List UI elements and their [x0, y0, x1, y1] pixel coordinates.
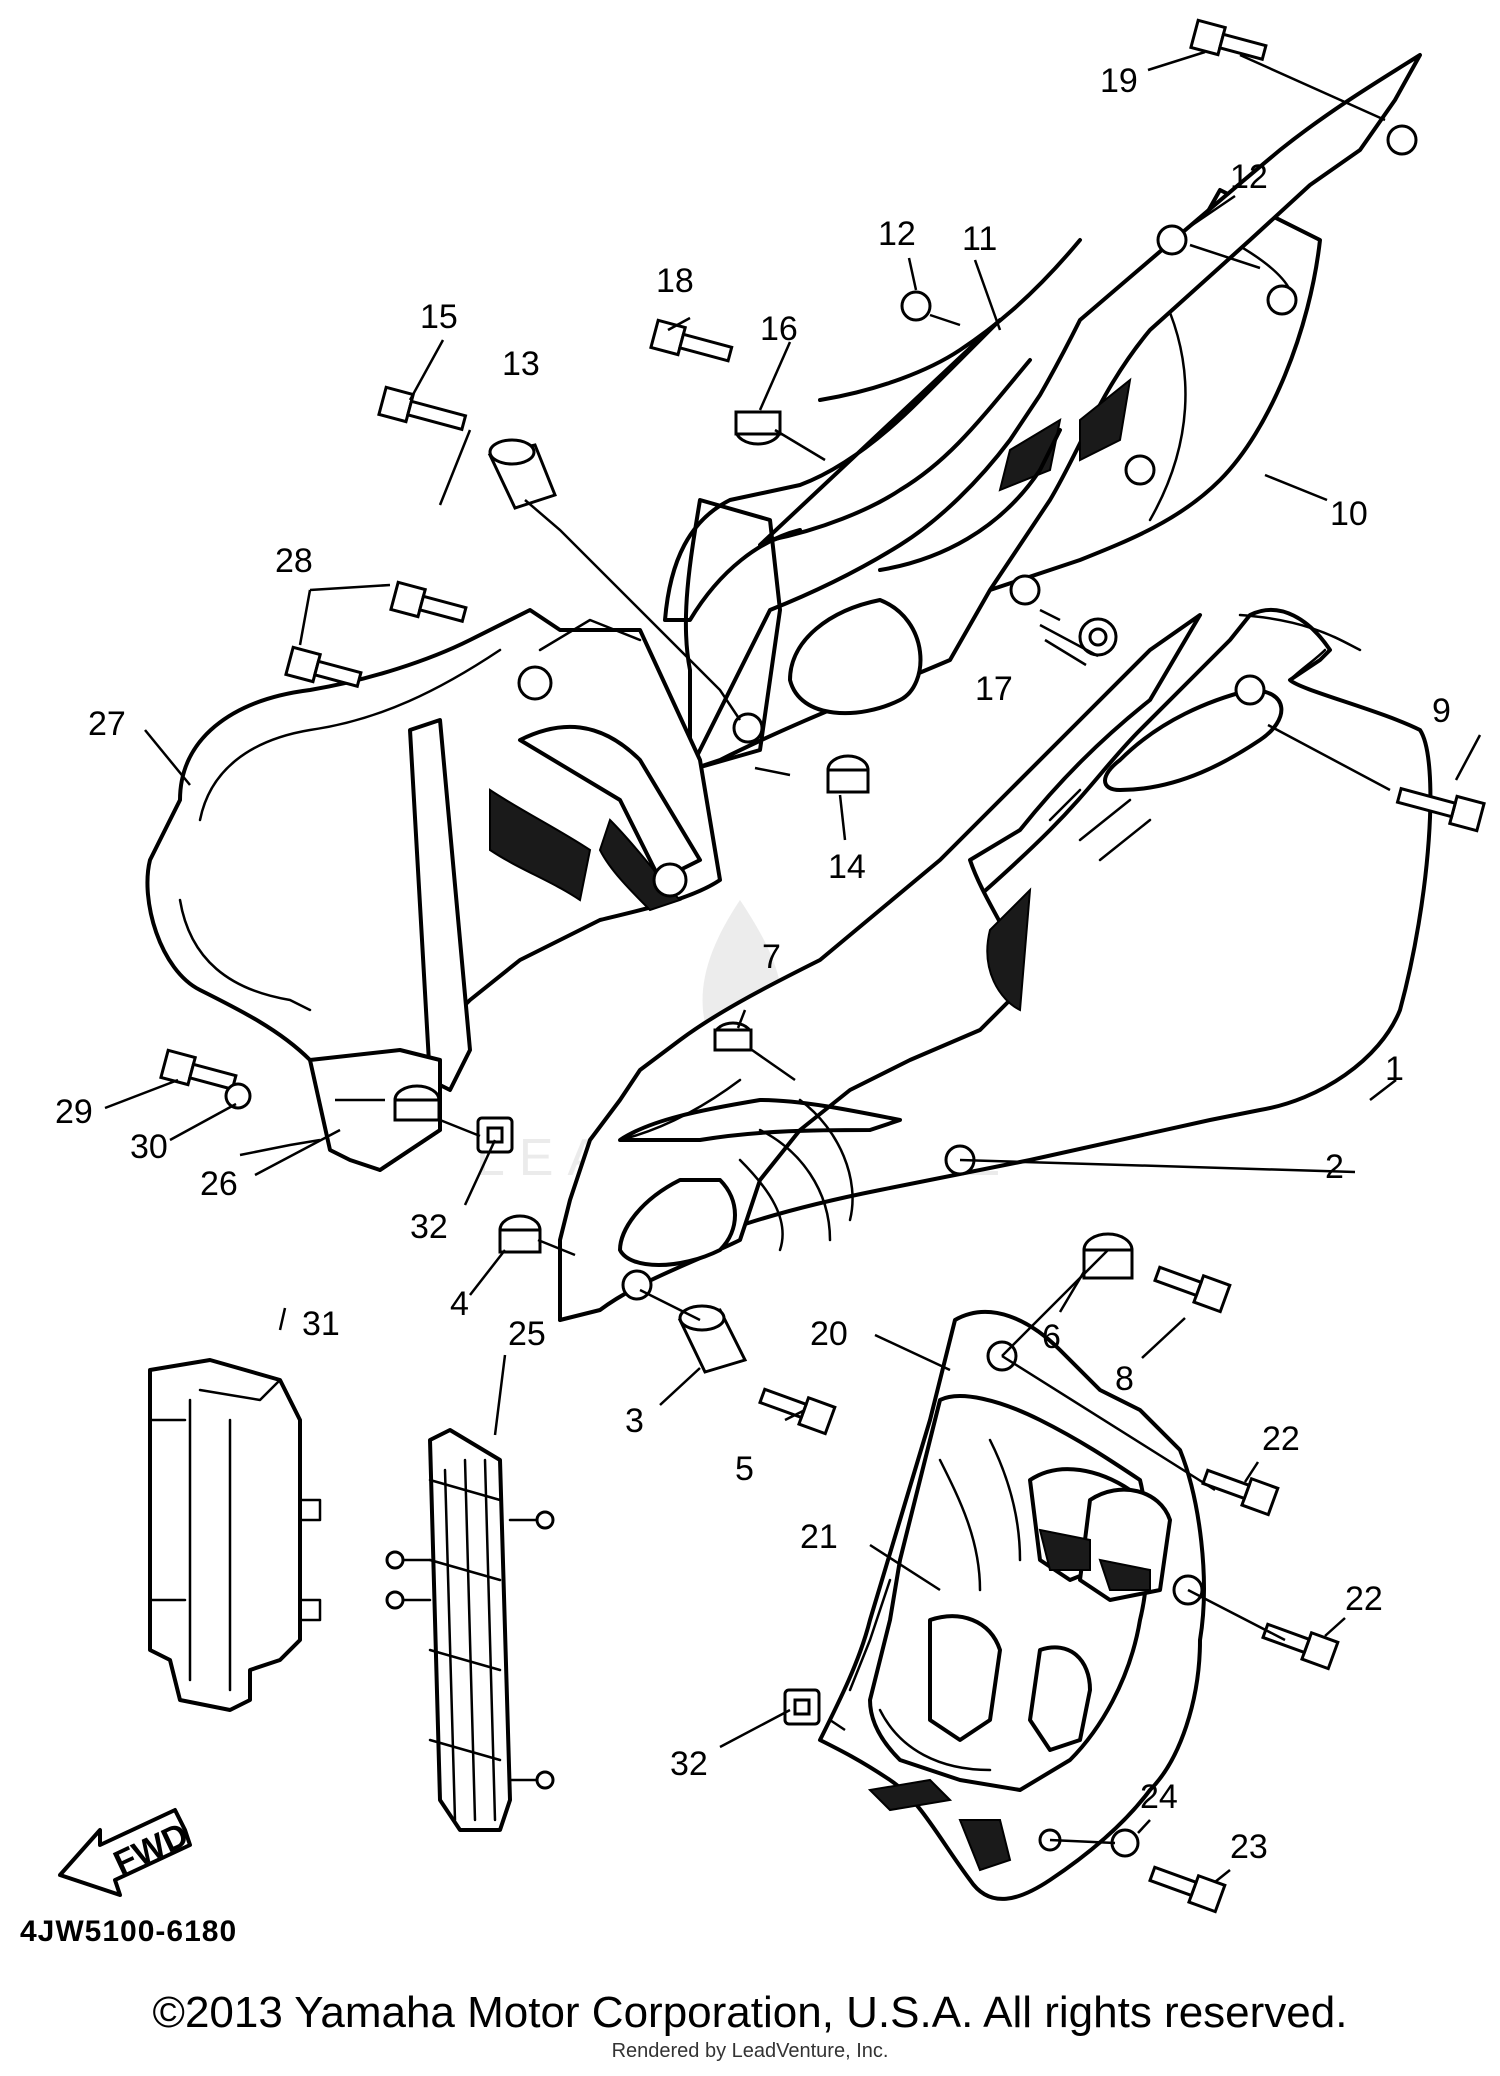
callout-29: 29	[55, 1093, 93, 1131]
callout-1: 1	[1385, 1050, 1404, 1088]
callout-12a: 12	[1230, 158, 1268, 196]
bolt-23	[1148, 1865, 1227, 1914]
callout-10: 10	[1330, 495, 1368, 533]
diagram-code: 4JW5100-6180	[20, 1915, 238, 1948]
washer-24	[1110, 1828, 1140, 1858]
leader-lines	[104, 50, 1482, 1883]
callout-30: 30	[130, 1128, 168, 1166]
callout-28: 28	[275, 542, 313, 580]
bolt-15	[377, 385, 468, 432]
callout-11: 11	[962, 220, 997, 258]
callout-15: 15	[420, 298, 458, 336]
callout-8: 8	[1115, 1360, 1134, 1398]
callout-6: 6	[1042, 1318, 1061, 1356]
callout-14: 14	[828, 848, 866, 886]
part-25-radiator-guard	[385, 1428, 555, 1832]
collar-16	[734, 410, 782, 446]
callout-5: 5	[735, 1450, 754, 1488]
bolt-29	[159, 1048, 238, 1092]
callout-25: 25	[508, 1315, 546, 1353]
bolt-28a	[389, 580, 468, 624]
nut-12a	[1156, 224, 1188, 256]
collar-7	[713, 1021, 753, 1052]
part-26-shroud-lower	[308, 1048, 442, 1172]
callout-4: 4	[450, 1285, 469, 1323]
bolt-19	[1189, 18, 1268, 62]
collar-14	[826, 754, 870, 794]
bolt-22b	[1261, 1622, 1340, 1671]
part-27-radiator-shroud	[145, 608, 722, 1172]
callout-3: 3	[625, 1402, 644, 1440]
part-21-graphic-lower	[848, 1394, 1172, 1872]
bolt-18	[649, 318, 734, 363]
callouts: 19 12 12 11 18 16 15 13 10 28 27 17 9 14…	[55, 62, 1451, 1866]
collar-6	[1082, 1232, 1134, 1280]
callout-31: 31	[302, 1305, 340, 1343]
callout-22a: 22	[1262, 1420, 1300, 1458]
collar-4	[498, 1214, 542, 1254]
bolt-9	[1395, 786, 1486, 833]
bolt-5	[758, 1387, 837, 1436]
bolt-28b	[284, 645, 363, 689]
washer-30	[224, 1082, 252, 1110]
callout-32b: 32	[670, 1745, 708, 1783]
nut-12b	[900, 290, 932, 322]
callout-17: 17	[975, 670, 1013, 708]
callout-2: 2	[1325, 1148, 1344, 1186]
spacer-13	[487, 438, 557, 510]
part-31-radiator-louver	[148, 1358, 322, 1712]
copyright-notice: ©2013 Yamaha Motor Corporation, U.S.A. A…	[152, 1988, 1348, 2037]
callout-13: 13	[502, 345, 540, 383]
callout-24: 24	[1140, 1778, 1178, 1816]
callout-26: 26	[200, 1165, 238, 1203]
collar-3	[677, 1304, 748, 1374]
callout-23: 23	[1230, 1828, 1268, 1866]
callout-19: 19	[1100, 62, 1138, 100]
callout-20: 20	[810, 1315, 848, 1353]
part-11-graphic-upper	[663, 53, 1422, 772]
fwd-arrow: FWD	[58, 1808, 194, 1897]
callout-27: 27	[88, 705, 126, 743]
callout-21: 21	[800, 1518, 838, 1556]
callout-18: 18	[656, 262, 694, 300]
callout-9: 9	[1432, 692, 1451, 730]
callout-7: 7	[762, 938, 781, 976]
callout-22b: 22	[1345, 1580, 1383, 1618]
bolt-8	[1153, 1265, 1232, 1314]
callout-12b: 12	[878, 215, 916, 253]
callout-16: 16	[760, 310, 798, 348]
callout-32a: 32	[410, 1208, 448, 1246]
collar-26	[393, 1084, 441, 1122]
part-10-side-cover-upper	[988, 188, 1322, 592]
bolt-22a	[1201, 1468, 1280, 1517]
hardware	[159, 18, 1486, 1914]
part-2-graphic-flame	[558, 613, 1202, 1322]
rendered-by: Rendered by LeadVenture, Inc.	[611, 2040, 889, 2062]
